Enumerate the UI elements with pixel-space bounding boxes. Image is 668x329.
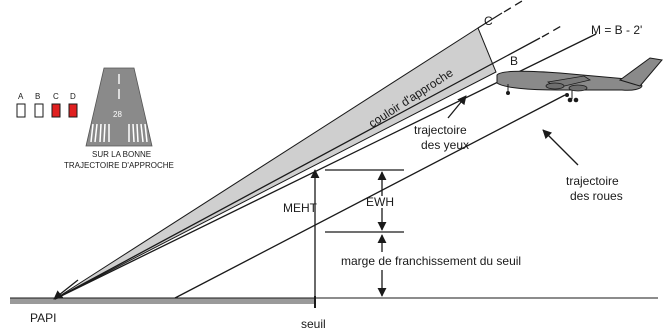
label-seuil: seuil	[301, 317, 326, 329]
light-label-c: C	[53, 92, 59, 101]
label-traj-yeux-1: trajectoire	[414, 123, 467, 137]
inset-caption-1: SUR LA BONNE	[92, 150, 151, 159]
papi-light-d	[68, 103, 78, 118]
label-m-equation: M = B - 2'	[591, 23, 642, 37]
label-traj-yeux-2: des yeux	[421, 138, 469, 152]
runway-surface	[10, 298, 315, 304]
line-c	[477, 12, 503, 29]
aircraft	[496, 57, 663, 103]
line-c-dash	[503, 0, 523, 13]
light-label-d: D	[70, 92, 76, 101]
label-marge: marge de franchissement du seuil	[341, 254, 521, 268]
papi-light-b	[34, 103, 44, 118]
wheel-path	[174, 94, 566, 299]
papi-inset: A B C D 28 SUR LA BONNE TRAJECTOIRE D'AP…	[16, 67, 174, 170]
label-c: C	[484, 14, 493, 28]
couloir-approche-wedge	[54, 27, 497, 300]
runway-number: 28	[113, 110, 122, 119]
traj-yeux-arrow	[447, 95, 467, 119]
inset-caption-2: TRAJECTOIRE D'APPROCHE	[64, 161, 174, 170]
label-traj-roues-1: trajectoire	[566, 174, 619, 188]
light-label-a: A	[18, 92, 24, 101]
papi-light-a	[16, 103, 26, 118]
label-b: B	[510, 54, 518, 68]
line-b	[54, 37, 541, 300]
papi-light-c	[51, 103, 61, 118]
label-meht: MEHT	[283, 201, 318, 215]
traj-roues-arrow	[542, 129, 579, 166]
threshold-stripes	[90, 123, 148, 143]
label-papi: PAPI	[30, 311, 56, 325]
papi-arrow	[53, 279, 79, 300]
runway-inset-icon	[85, 67, 153, 147]
label-traj-roues-2: des roues	[570, 189, 623, 203]
label-ewh: EWH	[366, 195, 394, 209]
line-b-dash	[541, 24, 564, 38]
light-label-b: B	[35, 92, 40, 101]
